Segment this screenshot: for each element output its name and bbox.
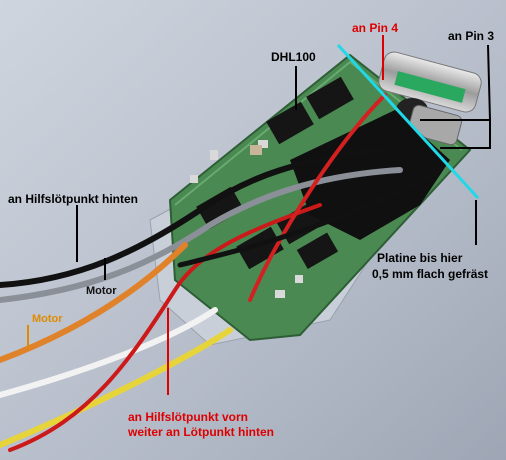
label-platine-line2: 0,5 mm flach gefräst: [372, 267, 489, 281]
white-wire: [0, 307, 218, 398]
label-hilfsloetpunkt-hinten: an Hilfslötpunkt hinten: [8, 192, 138, 206]
label-hilfsloetpunkt-vorn-line2: weiter an Lötpunkt hinten: [128, 425, 274, 439]
red-wire-pin4: [248, 93, 387, 302]
smd-pads: [190, 140, 303, 298]
grey-wire: [0, 167, 403, 303]
label-dhl100: DHL100: [271, 50, 316, 64]
yellow-wire: [0, 327, 233, 448]
label-an-pin-4: an Pin 4: [352, 21, 399, 35]
label-platine-line1: Platine bis hier: [377, 251, 463, 265]
milling-limit-line: [336, 43, 480, 200]
label-hilfsloetpunkt-vorn-line1: an Hilfslötpunkt vorn: [128, 410, 248, 424]
pointer-pin3: [420, 44, 492, 149]
black-wire-pin3: [177, 167, 443, 268]
label-an-pin-3: an Pin 3: [448, 29, 495, 43]
black-wire: [0, 147, 383, 288]
label-motor-orange: Motor: [32, 313, 63, 325]
orange-wire: [0, 242, 188, 363]
annotation-pointers: [27, 35, 492, 395]
label-motor-grey: Motor: [86, 285, 117, 297]
red-wire-front: [8, 203, 322, 452]
wires: [0, 93, 443, 452]
